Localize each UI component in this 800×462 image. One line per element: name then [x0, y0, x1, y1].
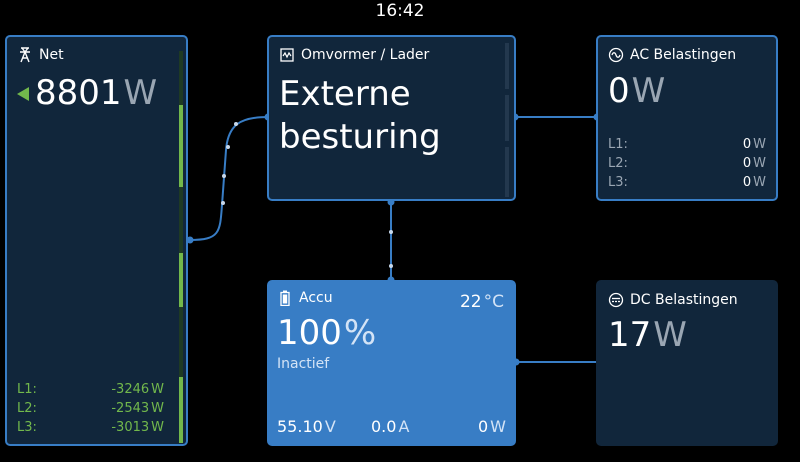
ac-phase-unit: W	[753, 175, 766, 190]
inverter-meter-segment	[505, 95, 509, 141]
battery-temperature: 22°C	[460, 292, 504, 312]
inverter-charger-tile[interactable]: Omvormer / Lader Externe besturing	[267, 35, 516, 201]
ac-loads-tile-header: AC Belastingen	[608, 47, 736, 63]
ac-phase-value: 0	[742, 156, 752, 171]
power-pylon-icon	[17, 47, 33, 63]
grid-connection-dot	[186, 236, 194, 244]
dc-loads-power-unit: W	[653, 315, 687, 355]
flow-dot	[234, 122, 238, 126]
dc-loads-power-value: 17	[608, 315, 652, 355]
ac-loads-title: AC Belastingen	[630, 47, 737, 63]
ac-sine-icon	[608, 47, 624, 63]
dc-loads-tile[interactable]: DC Belastingen 17W	[596, 280, 778, 446]
dc-loads-title: DC Belastingen	[630, 292, 738, 308]
ac-phase-unit: W	[753, 156, 766, 171]
ac-phase-value: 0	[742, 175, 752, 190]
ac-phase-unit: W	[753, 137, 766, 152]
flow-dot	[222, 174, 226, 178]
battery-voltage-value: 55.10	[277, 417, 323, 436]
grid-phase-unit: W	[151, 401, 164, 416]
grid-meter-segment-l1	[179, 105, 183, 187]
dc-loads-tile-header: DC Belastingen	[608, 292, 738, 308]
inverter-tile-header: Omvormer / Lader	[279, 47, 429, 63]
grid-inverter-connection	[189, 116, 269, 241]
battery-tile-header: Accu	[277, 290, 333, 306]
grid-phase-unit: W	[151, 420, 164, 435]
battery-state: Inactief	[277, 356, 330, 372]
grid-import-arrow-icon	[17, 87, 29, 101]
inverter-state-line2: besturing	[279, 117, 441, 157]
flow-dot	[389, 230, 393, 234]
battery-soc-unit: %	[343, 313, 377, 353]
battery-current-unit: A	[398, 417, 410, 436]
battery-title: Accu	[299, 290, 333, 306]
battery-current-value: 0.0	[371, 417, 397, 436]
battery-icon	[277, 290, 293, 306]
battery-soc: 100%	[277, 313, 376, 353]
grid-phase-label: L2:	[17, 401, 37, 416]
grid-phase-label: L3:	[17, 420, 37, 435]
inverter-meter-segment	[505, 147, 509, 197]
grid-power: 8801W	[35, 73, 157, 113]
grid-phase-value: -2543	[111, 401, 150, 416]
battery-soc-value: 100	[277, 313, 342, 353]
battery-voltage-unit: V	[324, 417, 336, 436]
status-clock: 16:42	[375, 1, 425, 21]
battery-temperature-value: 22	[459, 292, 482, 312]
dc-icon	[608, 292, 624, 308]
grid-power-unit: W	[123, 73, 158, 113]
flow-dot	[221, 201, 225, 205]
grid-title: Net	[39, 47, 64, 63]
ac-loads-power-value: 0	[608, 71, 630, 111]
grid-meter-segment-l3	[179, 377, 183, 443]
flow-dot	[389, 264, 393, 268]
grid-tile-header: Net	[17, 47, 64, 63]
grid-phase-value: -3013	[111, 420, 150, 435]
battery-power-value: 0	[477, 417, 489, 436]
grid-phase-unit: W	[151, 382, 164, 397]
ac-loads-power: 0W	[608, 71, 665, 111]
grid-phase-value: -3246	[111, 382, 150, 397]
grid-power-meter	[179, 51, 183, 443]
grid-power-value: 8801	[35, 73, 122, 113]
ac-loads-power-unit: W	[631, 71, 666, 111]
inverter-state-line1: Externe	[279, 74, 411, 114]
ac-phase-label: L1:	[608, 137, 628, 152]
inverter-title: Omvormer / Lader	[301, 47, 430, 63]
dc-loads-power: 17W	[608, 315, 687, 355]
battery-power-unit: W	[490, 417, 506, 436]
grid-meter-segment-l2	[179, 253, 183, 307]
flow-dot	[226, 145, 230, 149]
inverter-meter-segment	[505, 43, 509, 89]
inverter-icon	[279, 47, 295, 63]
ac-phase-label: L2:	[608, 156, 628, 171]
battery-temperature-unit: °C	[483, 292, 504, 312]
ac-phase-label: L3:	[608, 175, 628, 190]
inverter-state: Externe besturing	[279, 73, 441, 159]
grid-phase-label: L1:	[17, 382, 37, 397]
ac-phase-value: 0	[742, 137, 752, 152]
